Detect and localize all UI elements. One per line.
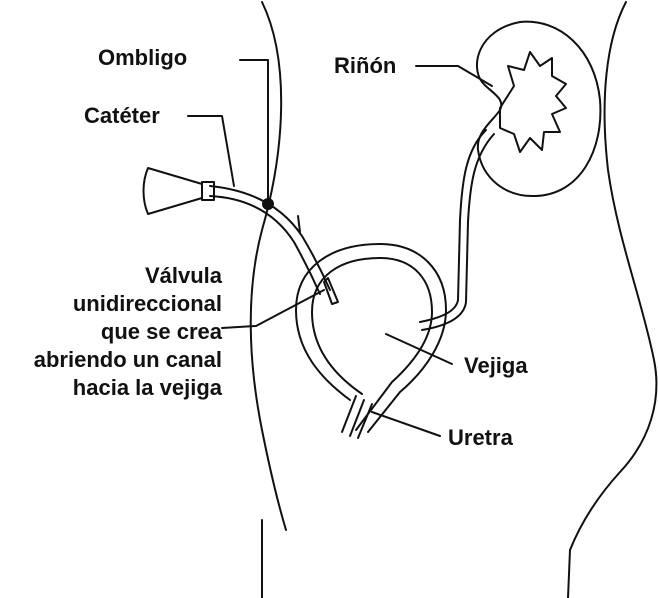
label-vejiga: Vejiga xyxy=(464,352,528,380)
leader-rinon xyxy=(416,66,492,86)
label-valvula-line-2: unidireccional xyxy=(0,290,222,318)
leader-uretra xyxy=(372,412,440,436)
label-ombligo: Ombligo xyxy=(98,44,187,72)
kidney-outline xyxy=(477,22,601,196)
label-valvula-line-3: que se crea xyxy=(0,318,222,346)
bladder-outer xyxy=(296,244,446,432)
kidney-pelvis xyxy=(500,52,566,152)
catheter-funnel xyxy=(144,168,203,214)
label-valvula-line-5: hacia la vejiga xyxy=(0,374,222,402)
label-valvula-line-4: abriendo un canal xyxy=(0,346,222,374)
leader-vejiga xyxy=(386,334,452,364)
body-outline-right xyxy=(568,2,656,598)
label-uretra: Uretra xyxy=(448,424,513,452)
leader-ombligo xyxy=(240,60,268,200)
label-rinon: Riñón xyxy=(334,52,396,80)
label-cateter: Catéter xyxy=(84,102,160,130)
catheter-connector xyxy=(202,182,214,200)
leader-valvula xyxy=(222,290,324,328)
label-valvula: Válvula unidireccional que se crea abrie… xyxy=(0,262,222,402)
leader-cateter xyxy=(188,116,234,186)
label-valvula-line-1: Válvula xyxy=(0,262,222,290)
